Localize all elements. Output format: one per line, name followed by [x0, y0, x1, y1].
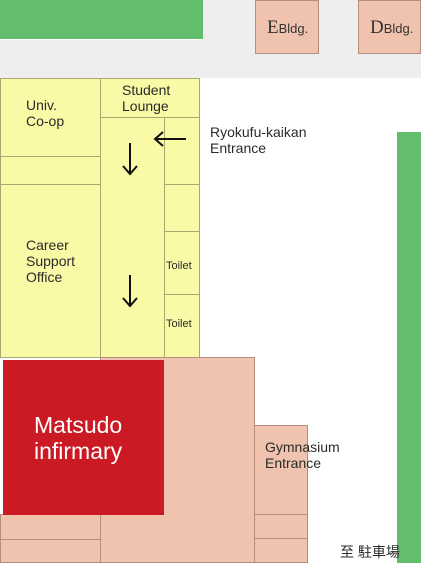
infirmary-room: [3, 360, 164, 515]
arrow-down-icon: [122, 143, 138, 176]
toilet-label-1: Toilet: [166, 260, 192, 272]
career-support-label: Career Support Office: [26, 237, 76, 285]
student-lounge-label: Student Lounge: [122, 82, 171, 114]
d-building-suffix: Bldg.: [383, 21, 414, 36]
arrow-down-icon: [122, 275, 138, 308]
e-building-letter: E: [267, 17, 279, 38]
e-building-suffix: Bldg.: [278, 21, 309, 36]
toilet-room-2: [164, 294, 200, 358]
to-parking-label: 至 駐車場: [340, 544, 400, 560]
univ-coop-label: Univ. Co-op: [26, 97, 65, 129]
d-building-label: DBldg.: [370, 17, 413, 40]
left-annex-1: [0, 514, 101, 540]
corridor-divider: [164, 117, 165, 358]
d-building: [358, 0, 421, 54]
gymnasium-entrance-label: Gymnasium Entrance: [265, 439, 340, 471]
coop-lower-room: [0, 156, 101, 185]
d-building-letter: D: [370, 17, 384, 38]
green-area-right: [397, 132, 421, 563]
career-support-room: [0, 184, 101, 358]
right-room-upper: [164, 184, 200, 232]
infirmary-label: Matsudo infirmary: [34, 412, 123, 464]
e-building-label: EBldg.: [267, 17, 308, 40]
gym-entrance-block: [254, 425, 308, 515]
gym-annex-1: [254, 514, 308, 539]
toilet-label-2: Toilet: [166, 318, 192, 330]
left-annex-2: [0, 539, 101, 563]
e-building: [255, 0, 319, 54]
ryokufu-entrance-label: Ryokufu-kaikan Entrance: [210, 124, 307, 156]
gym-annex-2: [254, 538, 308, 563]
green-area-top: [0, 0, 203, 39]
arrow-left-icon: [153, 131, 186, 147]
